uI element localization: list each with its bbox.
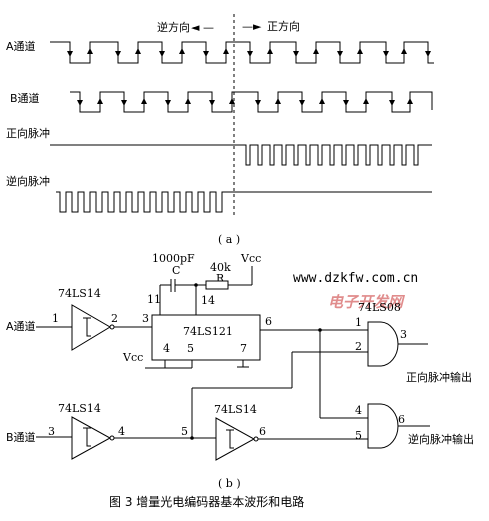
forward-arrow-icon: —► — [242, 20, 262, 33]
and-pin-3: 3 — [400, 328, 407, 341]
and-pin-5: 5 — [355, 429, 362, 442]
inverter-c-symbol — [215, 417, 256, 461]
reverse-direction-label: 逆方向 — [157, 20, 190, 34]
pin-7: 7 — [240, 342, 247, 355]
pin-2: 2 — [111, 312, 118, 325]
website-text: www.dzkfw.com.cn — [293, 271, 418, 286]
pin-1: 1 — [52, 312, 59, 325]
b-pin-3: 3 — [48, 425, 55, 438]
pin-11: 11 — [147, 293, 161, 306]
inverter-a-symbol — [71, 304, 111, 351]
input-a-label: A通道 — [6, 319, 36, 333]
pin-14: 14 — [201, 294, 215, 307]
and-pin-2: 2 — [355, 340, 362, 353]
oneshot-74ls121 — [151, 314, 261, 361]
reverse-arrow-icon: ◄ — — [191, 21, 214, 34]
capacitor-value: 1000pF — [152, 252, 195, 265]
and-pin-6: 6 — [398, 413, 405, 426]
sub-caption-b: ( b ) — [218, 477, 241, 490]
pin-4: 4 — [163, 342, 170, 355]
channel-a-label: A通道 — [6, 39, 36, 53]
channel-b-edge-arrows — [77, 98, 413, 106]
vcc-left-label: Vcc — [122, 351, 143, 364]
forward-pulse-label: 正向脉冲 — [6, 126, 50, 140]
channel-a-waveform — [50, 41, 434, 64]
and-gate-label: 74LS08 — [358, 301, 401, 314]
forward-direction-label: 正方向 — [267, 19, 300, 33]
input-b-label: B通道 — [6, 430, 36, 444]
b-pin-4: 4 — [118, 425, 125, 438]
b-pin-5: 5 — [181, 425, 188, 438]
resistor-value: 40k — [210, 261, 231, 274]
reverse-pulse-waveform — [56, 191, 432, 213]
pin-3: 3 — [142, 312, 149, 325]
capacitor-name: C — [172, 264, 180, 277]
and-pin-4: 4 — [355, 404, 362, 417]
reverse-pulse-label: 逆向脉冲 — [6, 174, 50, 188]
waveform-panel: 逆方向 ◄ — —► 正方向 A通道 B通道 正向脉冲 逆向脉冲 — [6, 14, 434, 246]
inverter-b-symbol — [71, 416, 112, 460]
and-gate-forward — [367, 321, 399, 367]
resistor-name: R — [216, 272, 225, 285]
sub-caption-a: ( a ) — [218, 233, 240, 246]
oneshot-label: 74LS121 — [183, 325, 233, 338]
b-pin-6: 6 — [259, 425, 266, 438]
inverter-b-label: 74LS14 — [58, 402, 101, 415]
pin-5: 5 — [187, 342, 194, 355]
reverse-output-label: 逆向脉冲输出 — [408, 432, 474, 446]
and-gate-reverse — [367, 403, 399, 449]
and-pin-1: 1 — [355, 316, 362, 329]
forward-pulse-waveform — [50, 144, 432, 166]
resistor-symbol — [205, 280, 229, 290]
forward-output-label: 正向脉冲输出 — [406, 370, 472, 384]
pin-6: 6 — [265, 315, 272, 328]
inverter-c-label: 74LS14 — [214, 403, 257, 416]
circuit-panel: www.dzkfw.com.cn 电子开发网 1000pF C 40k R Vc… — [6, 252, 474, 490]
inverter-a-label: 74LS14 — [58, 287, 101, 300]
vcc-top-label: Vcc — [240, 252, 261, 265]
schmitt-icon — [83, 317, 91, 337]
figure-caption: 图 3 增量光电编码器基本波形和电路 — [109, 494, 304, 509]
channel-a-edge-arrows — [67, 48, 431, 57]
watermark-text: 电子开发网 — [328, 293, 406, 311]
channel-b-label: B通道 — [10, 91, 40, 105]
